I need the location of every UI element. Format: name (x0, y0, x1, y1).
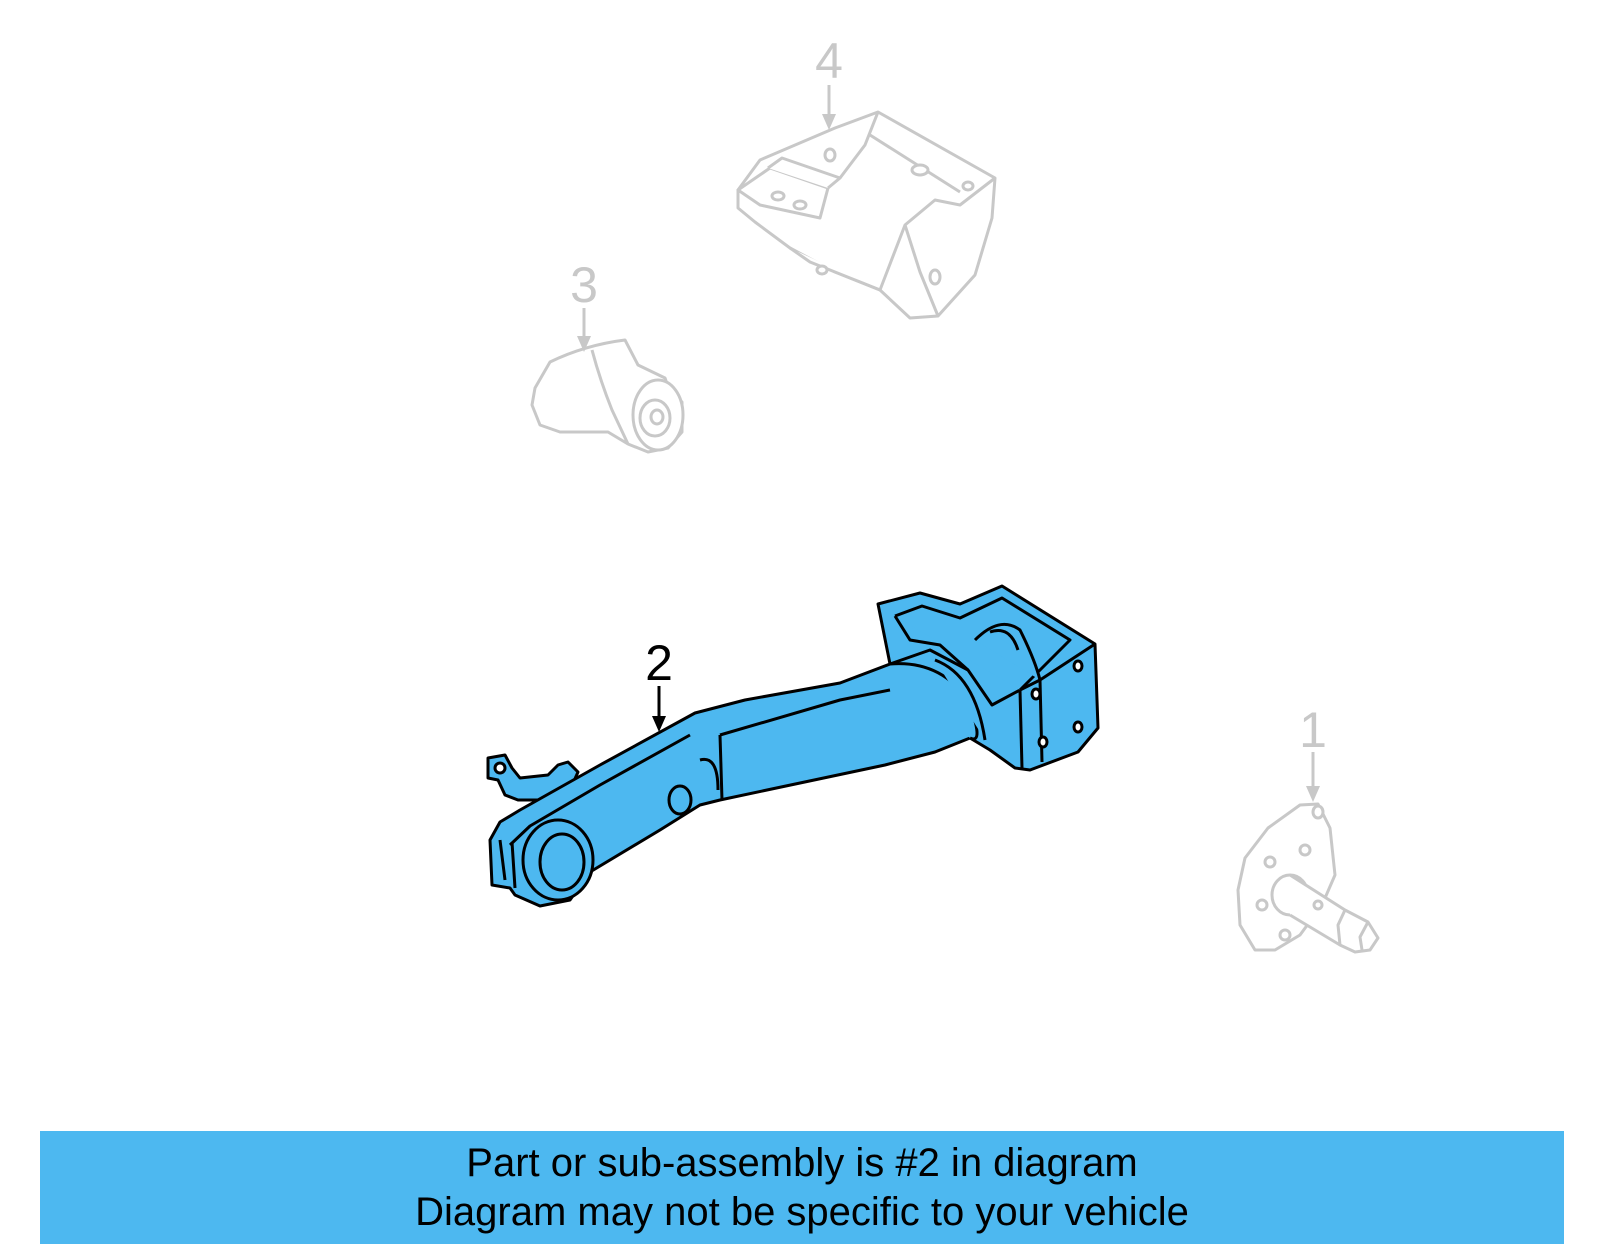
callout-1-arrow (1306, 752, 1320, 802)
callout-2-arrow (652, 686, 666, 732)
banner-line-2: Diagram may not be specific to your vehi… (415, 1189, 1189, 1234)
callout-4: 4 (815, 33, 843, 89)
part-4-bracket (736, 110, 997, 320)
part-1-hub (1236, 802, 1380, 954)
callout-3: 3 (570, 257, 598, 313)
callout-4-arrow (822, 85, 836, 130)
info-banner: Part or sub-assembly is #2 in diagram Di… (40, 1131, 1564, 1244)
callout-2: 2 (645, 635, 673, 691)
part-2-trailing-arm (486, 584, 1100, 908)
callout-1: 1 (1299, 702, 1327, 758)
part-3-bushing (530, 338, 685, 454)
callout-3-arrow (577, 308, 591, 352)
banner-line-1: Part or sub-assembly is #2 in diagram (466, 1140, 1138, 1185)
